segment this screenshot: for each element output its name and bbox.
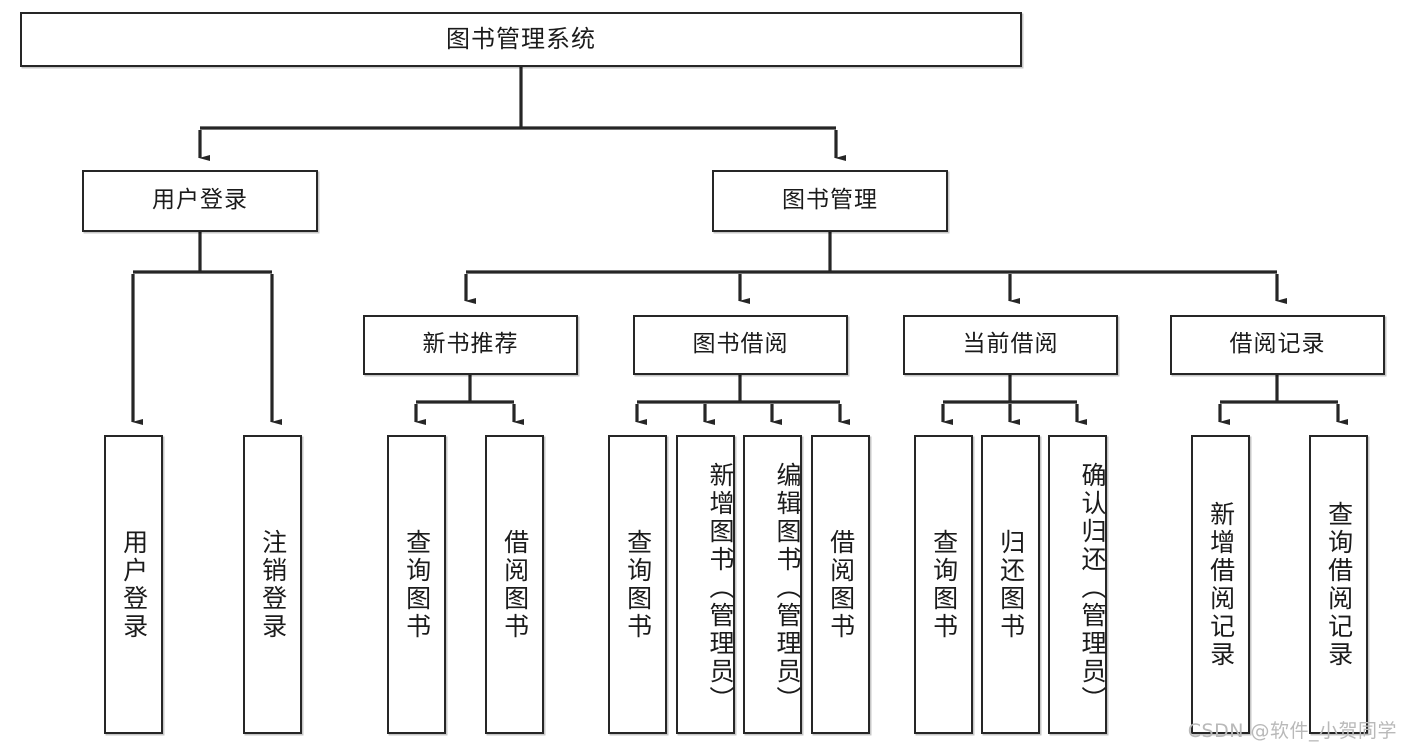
node-root-label: 图书管理系统 (446, 25, 596, 54)
node-current-borrow[interactable]: 当前借阅 (903, 315, 1118, 375)
node-book-manage-label: 图书管理 (782, 187, 878, 214)
leaf-query-book-1-label: 查询图书 (402, 528, 432, 641)
node-borrow-record[interactable]: 借阅记录 (1170, 315, 1385, 375)
leaf-borrow-book-1-label: 借阅图书 (500, 528, 530, 641)
leaf-add-book[interactable]: 新增图书（管理员） (676, 435, 735, 734)
leaf-add-record-label: 新增借阅记录 (1206, 500, 1236, 669)
node-borrow-record-label: 借阅记录 (1229, 331, 1326, 358)
leaf-query-book-3[interactable]: 查询图书 (914, 435, 973, 734)
leaf-return-book-label: 归还图书 (996, 528, 1026, 641)
leaf-borrow-book-2[interactable]: 借阅图书 (811, 435, 870, 734)
node-new-book-rec[interactable]: 新书推荐 (363, 315, 578, 375)
leaf-return-book[interactable]: 归还图书 (981, 435, 1040, 734)
node-book-borrow-label: 图书借阅 (692, 331, 789, 358)
leaf-add-book-label: 新增图书（管理员） (706, 461, 735, 714)
leaf-borrow-book-1[interactable]: 借阅图书 (485, 435, 544, 734)
leaf-query-record-label: 查询借阅记录 (1324, 500, 1354, 669)
leaf-add-record[interactable]: 新增借阅记录 (1191, 435, 1250, 734)
node-book-manage[interactable]: 图书管理 (712, 170, 948, 232)
node-new-book-rec-label: 新书推荐 (422, 331, 519, 358)
leaf-query-book-3-label: 查询图书 (929, 528, 959, 641)
leaf-edit-book[interactable]: 编辑图书（管理员） (743, 435, 802, 734)
leaf-confirm-return-label: 确认归还（管理员） (1078, 461, 1107, 714)
leaf-borrow-book-2-label: 借阅图书 (826, 528, 856, 641)
node-user-login-label: 用户登录 (152, 187, 248, 214)
watermark: CSDN @软件_小贺同学 (1187, 720, 1397, 742)
node-user-login[interactable]: 用户登录 (82, 170, 318, 232)
leaf-query-book-1[interactable]: 查询图书 (387, 435, 446, 734)
leaf-user-login[interactable]: 用户登录 (104, 435, 163, 734)
leaf-query-book-2-label: 查询图书 (623, 528, 653, 641)
leaf-query-record[interactable]: 查询借阅记录 (1309, 435, 1368, 734)
leaf-user-login-label: 用户登录 (119, 528, 149, 641)
node-current-borrow-label: 当前借阅 (962, 331, 1059, 358)
node-book-borrow[interactable]: 图书借阅 (633, 315, 848, 375)
leaf-query-book-2[interactable]: 查询图书 (608, 435, 667, 734)
leaf-logout[interactable]: 注销登录 (243, 435, 302, 734)
leaf-logout-label: 注销登录 (258, 528, 288, 641)
node-root-system[interactable]: 图书管理系统 (20, 12, 1022, 67)
leaf-edit-book-label: 编辑图书（管理员） (773, 461, 802, 714)
leaf-confirm-return[interactable]: 确认归还（管理员） (1048, 435, 1107, 734)
